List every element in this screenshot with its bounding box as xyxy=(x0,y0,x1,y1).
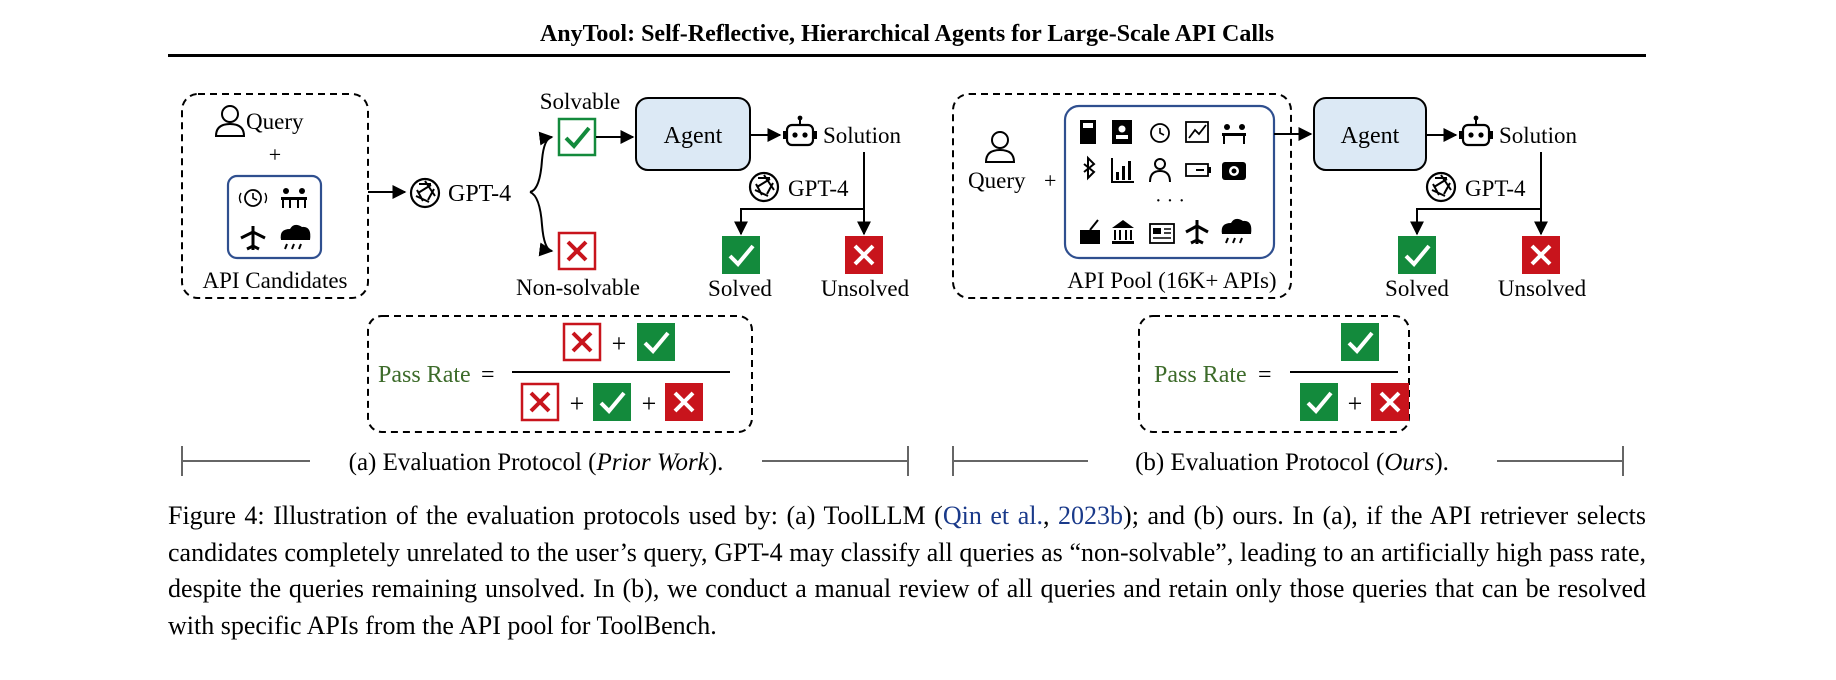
bank-icon xyxy=(1112,220,1134,244)
api-pool-label: API Pool (16K+ APIs) xyxy=(1067,268,1276,293)
plus-sign-b: + xyxy=(1044,168,1056,193)
paper-header: AnyTool: Self-Reflective, Hierarchical A… xyxy=(168,14,1646,57)
plus-sign-b: + xyxy=(1348,389,1363,418)
robot-icon xyxy=(781,114,819,147)
pass-rate-label-b: Pass Rate xyxy=(1154,362,1247,388)
citation-separator: , xyxy=(1042,501,1059,530)
food-delivery-icon xyxy=(1080,219,1100,244)
solution-label-a: Solution xyxy=(823,123,901,148)
plus-sign-a: + xyxy=(612,329,627,358)
plus-sign-a: + xyxy=(642,389,657,418)
query-group-box-a xyxy=(181,93,369,299)
storm-cloud-icon xyxy=(280,224,311,250)
query-label-a: Query xyxy=(246,109,304,134)
gpt4-judge-label-a: GPT-4 xyxy=(788,176,849,201)
openai-logo-icon xyxy=(409,177,441,209)
protocol-label-b: (b) Evaluation Protocol (Ours). xyxy=(1135,449,1449,476)
equals-sign-a: = xyxy=(481,362,495,388)
unsolved-label-b: Unsolved xyxy=(1498,276,1587,301)
bar-chart-icon xyxy=(1111,158,1134,183)
battery-icon xyxy=(1185,163,1211,177)
numerator-check-icon xyxy=(1339,321,1381,363)
citation-link[interactable]: Qin et al., 2023b xyxy=(943,501,1123,530)
camera-icon xyxy=(1222,162,1246,180)
api-pool-ellipsis: · · · xyxy=(1155,190,1185,212)
plus-sign-a: + xyxy=(269,142,281,167)
agent-label-b: Agent xyxy=(1341,123,1400,149)
candidate-api-box xyxy=(226,174,323,260)
denominator-check-icon xyxy=(591,381,633,423)
chart-board-icon xyxy=(1185,121,1209,143)
denominator-unsolved-icon xyxy=(1369,381,1411,423)
paper-title: AnyTool: Self-Reflective, Hierarchical A… xyxy=(539,21,1275,47)
gpt4-classifier-label: GPT-4 xyxy=(448,181,511,207)
pass-rate-box-b xyxy=(1138,315,1410,433)
denominator-cross-icon xyxy=(520,382,560,422)
non-solvable-label: Non-solvable xyxy=(516,275,640,300)
airplane-icon xyxy=(240,226,266,251)
unsolved-cross-icon xyxy=(843,234,885,276)
news-icon xyxy=(1149,223,1175,244)
airplane-icon xyxy=(1185,220,1209,245)
figure-caption: Figure 4: Illustration of the evaluation… xyxy=(168,498,1646,644)
solved-label-a: Solved xyxy=(708,276,772,301)
evaluation-protocol-figure: Query + API Candidates GPT-4 Solvable xyxy=(181,89,1624,476)
solution-label-b: Solution xyxy=(1499,123,1577,148)
pass-rate-box-a xyxy=(367,315,753,433)
solved-label-b: Solved xyxy=(1385,276,1449,301)
solvable-label: Solvable xyxy=(540,89,621,114)
contact-card-icon xyxy=(1112,120,1132,144)
solved-check-icon xyxy=(720,234,762,276)
doctor-icon xyxy=(1149,158,1171,183)
alarm-icon xyxy=(238,189,268,207)
robot-icon xyxy=(1457,114,1495,147)
user-icon xyxy=(985,131,1015,163)
numerator-check-icon xyxy=(635,321,677,363)
citation-author[interactable]: Qin et al. xyxy=(942,501,1043,530)
api-pool-box xyxy=(1063,104,1276,260)
solvable-check-icon xyxy=(557,117,597,157)
denominator-check-icon xyxy=(1298,381,1340,423)
gpt4-judge-label-b: GPT-4 xyxy=(1465,176,1526,201)
user-icon xyxy=(215,105,245,137)
equals-sign-b: = xyxy=(1258,362,1272,388)
caption-text: Figure 4: Illustration of the evaluation… xyxy=(168,501,943,530)
alarm-icon xyxy=(1150,123,1170,143)
meeting-icon xyxy=(1222,124,1246,144)
storm-cloud-icon xyxy=(1221,218,1252,244)
numerator-cross-icon xyxy=(562,322,602,362)
calculator-icon xyxy=(1080,120,1096,144)
candidates-label: API Candidates xyxy=(202,268,347,293)
panel-b: Query + · · · API Pool (16K+ APIs) Agent… xyxy=(952,93,1624,476)
bluetooth-icon xyxy=(1083,155,1096,181)
panel-a: Query + API Candidates GPT-4 Solvable xyxy=(181,89,910,476)
citation-year[interactable]: 2023b xyxy=(1058,501,1124,530)
query-label-b: Query xyxy=(968,168,1026,193)
unsolved-label-a: Unsolved xyxy=(821,276,910,301)
solved-check-icon xyxy=(1396,234,1438,276)
openai-logo-icon xyxy=(1425,171,1457,203)
denominator-unsolved-icon xyxy=(663,381,705,423)
plus-sign-a: + xyxy=(570,389,585,418)
non-solvable-cross-icon xyxy=(557,231,597,271)
caption-text: ); and (b) ours. In (a), if the API retr… xyxy=(168,501,1647,640)
pass-rate-label-a: Pass Rate xyxy=(378,362,471,388)
unsolved-cross-icon xyxy=(1520,234,1562,276)
agent-label-a: Agent xyxy=(664,123,723,149)
openai-logo-icon xyxy=(748,171,780,203)
meeting-icon xyxy=(281,188,307,208)
protocol-label-a: (a) Evaluation Protocol (Prior Work). xyxy=(349,449,724,476)
